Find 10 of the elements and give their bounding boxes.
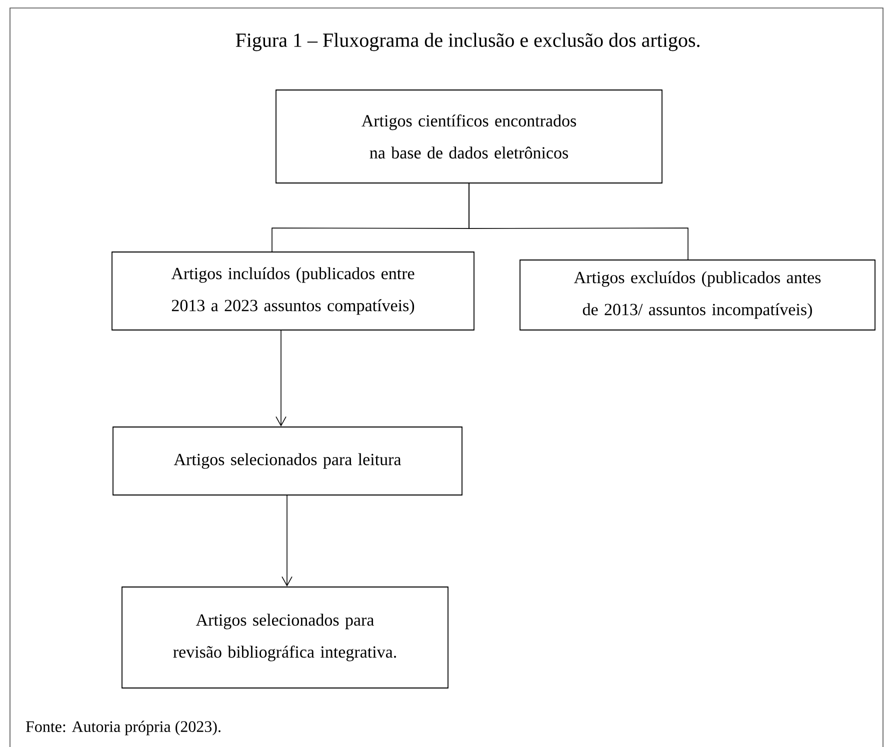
process-box: Artigos científicos encontrados na base de dados eletrônicos [276, 90, 662, 184]
connector [282, 495, 292, 587]
figure-title: Figura 1 – Fluxograma de inclusão e exclusão dos artigos. [236, 32, 700, 52]
process-box: Artigos selecionados para leitura [112, 426, 462, 496]
source-note: Fonte: Autoria própria (2023). [26, 720, 220, 736]
process-box: Artigos incluídos (publicados entre 2013 a 2023 assuntos compatíveis) [112, 252, 474, 330]
process-box: Artigos excluídos (publicados antes de 2013/ assuntos incompatíveis) [520, 260, 876, 330]
process-box: Artigos selecionados para revisão bibliográfica integrativa. [122, 586, 448, 688]
connector [468, 183, 688, 260]
connector [276, 330, 286, 427]
